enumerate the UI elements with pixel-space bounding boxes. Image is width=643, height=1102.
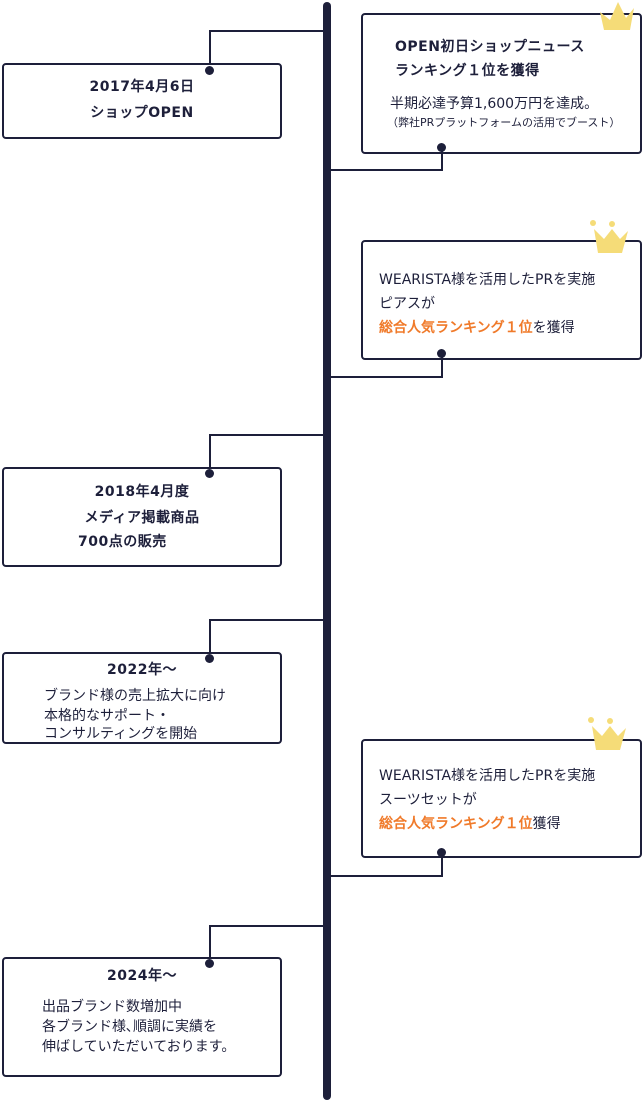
event-title: ショップOPEN xyxy=(90,105,194,121)
connector-dot xyxy=(437,143,446,152)
connector xyxy=(209,925,211,965)
event-date: 2017年4月6日 xyxy=(89,79,195,95)
ranking-highlight: 総合人気ランキング１位 xyxy=(379,320,533,336)
event-line: スーツセットが xyxy=(379,792,477,808)
timeline-event-pierce-ranking: WEARISTA様を活用したPRを実施 ピアスが 総合人気ランキング１位を獲得 xyxy=(361,240,642,360)
event-date: 2024年〜 xyxy=(107,968,177,984)
connector xyxy=(209,619,327,621)
event-body: 半期必達予算1,600万円を達成。 xyxy=(390,96,599,112)
timeline-event-2024: 2024年〜 出品ブランド数増加中 各ブランド様､順調に実績を 伸ばしていただい… xyxy=(2,957,282,1077)
event-line: メディア掲載商品 xyxy=(84,510,200,526)
connector xyxy=(441,147,443,171)
event-line: WEARISTA様を活用したPRを実施 xyxy=(379,272,596,288)
event-line: WEARISTA様を活用したPRを実施 xyxy=(379,768,596,784)
connector-dot xyxy=(205,469,214,478)
connector-dot xyxy=(437,349,446,358)
connector xyxy=(209,30,211,70)
timeline-event-suit-ranking: WEARISTA様を活用したPRを実施 スーツセットが 総合人気ランキング１位獲… xyxy=(361,739,642,858)
connector xyxy=(327,169,443,171)
event-line: コンサルティングを開始 xyxy=(44,726,198,742)
connector xyxy=(441,353,443,378)
event-line: 総合人気ランキング１位を獲得 xyxy=(379,317,575,339)
event-suffix: 獲得 xyxy=(532,816,561,832)
timeline-event-open-ranking: OPEN初日ショップニュース ランキング１位を獲得 半期必達予算1,600万円を… xyxy=(361,13,642,154)
event-line: 各ブランド様､順調に実績を xyxy=(42,1019,217,1035)
event-line: 総合人気ランキング１位獲得 xyxy=(379,813,561,835)
connector xyxy=(209,619,211,659)
connector xyxy=(209,30,327,32)
connector-dot xyxy=(205,654,214,663)
connector-dot xyxy=(437,848,446,857)
event-date: 2018年4月度 xyxy=(94,484,190,500)
event-line: ピアスが xyxy=(379,296,435,312)
timeline-event-2018-media: 2018年4月度 メディア掲載商品 700点の販売 xyxy=(2,467,282,567)
event-line: 出品ブランド数増加中 xyxy=(42,999,182,1015)
connector xyxy=(441,852,443,877)
event-line: 伸ばしていただいております。 xyxy=(42,1039,236,1055)
event-title: ランキング１位を獲得 xyxy=(395,63,540,79)
event-note: （弊社PRプラットフォームの活用でブースト） xyxy=(387,116,621,129)
event-line: ブランド様の売上拡大に向け xyxy=(44,688,226,704)
timeline-event-2022: 2022年〜 ブランド様の売上拡大に向け 本格的なサポート・ コンサルティングを… xyxy=(2,652,282,744)
connector xyxy=(327,376,443,378)
event-line: 700点の販売 xyxy=(78,534,167,550)
connector-dot xyxy=(205,959,214,968)
crown-icon xyxy=(588,717,626,750)
connector xyxy=(209,434,211,474)
connector xyxy=(209,434,327,436)
timeline-event-2017-open: 2017年4月6日 ショップOPEN xyxy=(2,63,282,139)
crown-icon xyxy=(590,220,628,253)
event-date: 2022年〜 xyxy=(107,662,177,678)
event-title: OPEN初日ショップニュース xyxy=(395,39,585,55)
crown-icon xyxy=(600,2,634,30)
event-line: 本格的なサポート・ xyxy=(44,708,170,724)
timeline-spine xyxy=(323,2,331,1100)
event-suffix: を獲得 xyxy=(532,320,575,336)
ranking-highlight: 総合人気ランキング１位 xyxy=(379,816,533,832)
connector-dot xyxy=(205,66,214,75)
connector xyxy=(209,925,327,927)
connector xyxy=(327,875,443,877)
